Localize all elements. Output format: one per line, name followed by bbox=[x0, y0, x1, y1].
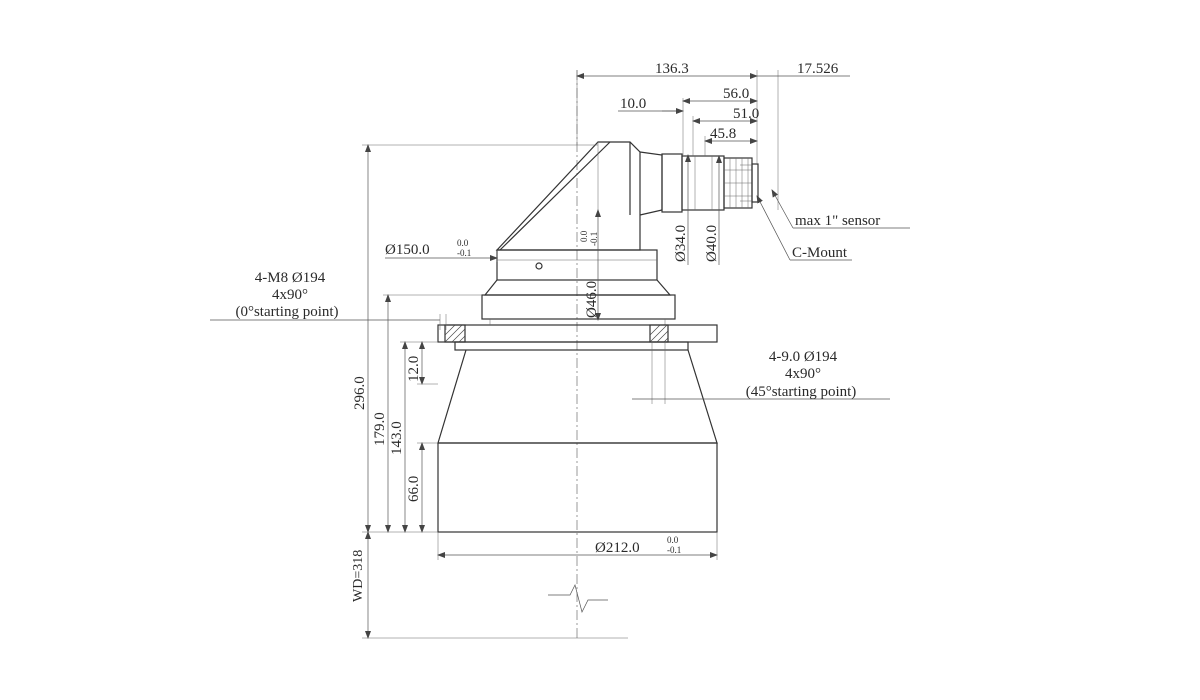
c-mount-ring bbox=[723, 157, 759, 209]
holes-left-line2: 4x90° bbox=[272, 287, 308, 303]
mounting-flange bbox=[437, 319, 718, 351]
upper-shoulder bbox=[483, 279, 672, 296]
dim-34: Ø34.0 bbox=[673, 225, 689, 262]
holes-left-line3: (0°starting point) bbox=[235, 304, 338, 320]
holes-right-line3: (45°starting point) bbox=[746, 384, 857, 400]
dim-136-3: 136.3 bbox=[655, 61, 689, 77]
holes-right-line1: 4-9.0 Ø194 bbox=[769, 349, 838, 365]
dim-296: 296.0 bbox=[352, 376, 368, 410]
conical-body bbox=[437, 349, 718, 444]
tol-150-upper: 0.0 bbox=[457, 238, 469, 248]
tol-212-upper: 0.0 bbox=[667, 535, 679, 545]
upper-neck bbox=[496, 249, 658, 281]
set-screw-hole bbox=[535, 262, 543, 270]
tol-46-upper: 0.0 bbox=[579, 230, 589, 242]
side-lens-tube bbox=[639, 151, 663, 216]
lens-body bbox=[437, 70, 759, 640]
dim-45-8: 45.8 bbox=[710, 126, 736, 142]
dim-10: 10.0 bbox=[620, 96, 646, 112]
max-sensor-label: max 1" sensor bbox=[795, 213, 880, 229]
dim-17-526: 17.526 bbox=[797, 61, 839, 77]
prism-housing bbox=[495, 141, 641, 251]
dim-56: 56.0 bbox=[723, 86, 749, 102]
break-line bbox=[548, 584, 608, 613]
annotations: max 1" sensor C-Mount 4-M8 Ø194 4x90° (0… bbox=[235, 213, 880, 400]
dim-66: 66.0 bbox=[406, 476, 422, 502]
holes-right-line2: 4x90° bbox=[785, 366, 821, 382]
tol-46-lower: -0.1 bbox=[589, 232, 599, 246]
dim-51: 51.0 bbox=[733, 106, 759, 122]
dim-143: 143.0 bbox=[389, 421, 405, 455]
c-mount-label: C-Mount bbox=[792, 245, 848, 261]
dim-179: 179.0 bbox=[372, 412, 388, 446]
dim-150: Ø150.0 bbox=[385, 242, 430, 258]
front-cylinder bbox=[437, 442, 718, 533]
dimension-labels: 136.3 17.526 56.0 10.0 51.0 45.8 Ø150.0 … bbox=[351, 61, 839, 602]
dim-212: Ø212.0 bbox=[595, 540, 640, 556]
tol-150-lower: -0.1 bbox=[457, 248, 471, 258]
dimension-lines bbox=[210, 70, 910, 639]
dim-40: Ø40.0 bbox=[704, 225, 720, 262]
dim-wd: WD=318 bbox=[351, 550, 366, 602]
tol-212-lower: -0.1 bbox=[667, 545, 681, 555]
dim-12: 12.0 bbox=[406, 356, 422, 382]
holes-left-line1: 4-M8 Ø194 bbox=[255, 270, 326, 286]
dim-46: Ø46.0 bbox=[584, 281, 600, 318]
